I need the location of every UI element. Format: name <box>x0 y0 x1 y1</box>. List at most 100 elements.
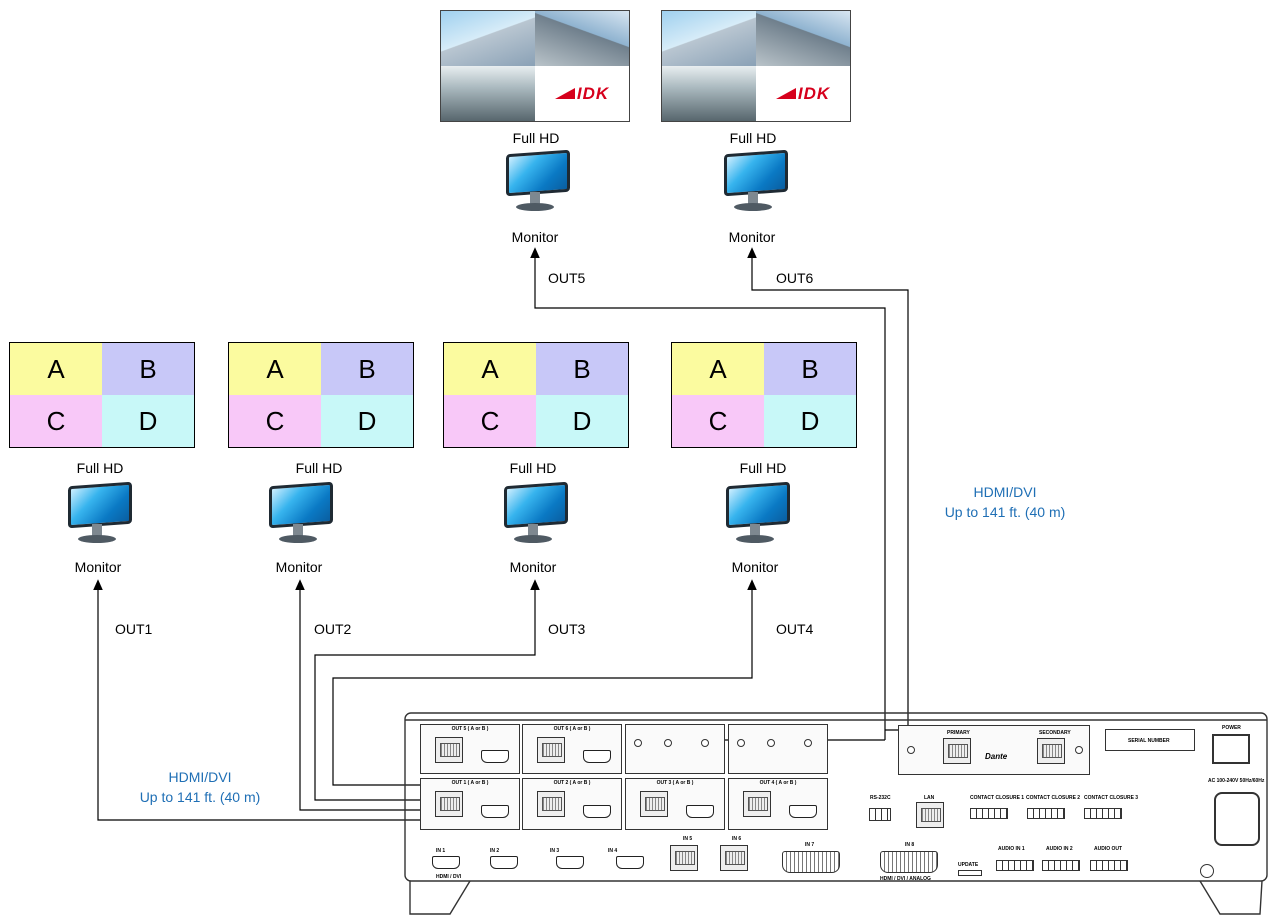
hdmi-port-caption: HDMI / DVI <box>436 874 462 880</box>
quad-a: A <box>10 343 102 395</box>
hdbaset-port-icon <box>537 737 565 763</box>
quad-a: A <box>444 343 536 395</box>
input-label: IN 4 <box>608 848 618 854</box>
cable-type: HDMI/DVI <box>168 769 232 785</box>
quad-d: D <box>536 395 628 447</box>
rs232c-label: RS-232C <box>870 795 891 801</box>
update-port <box>958 870 982 876</box>
power-switch[interactable] <box>1212 734 1250 764</box>
screw-hole <box>701 739 709 747</box>
wall-logo-tile: IDK <box>535 66 629 121</box>
contact-closure-terminal <box>1027 808 1065 819</box>
quad-c: C <box>10 395 102 447</box>
quad-b: B <box>764 343 856 395</box>
wall-photo-tile <box>756 11 850 66</box>
quad-c: C <box>672 395 764 447</box>
output-label-out6: OUT6 <box>776 270 814 286</box>
wall-photo-tile <box>662 11 756 66</box>
monitor-icon <box>502 149 570 216</box>
audio-label: AUDIO IN 2 <box>1046 846 1073 852</box>
hdbaset-port-icon <box>435 791 463 817</box>
video-wall-out5: IDK <box>440 10 630 122</box>
quad-d: D <box>321 395 413 447</box>
screw-hole <box>634 739 642 747</box>
output-label-out3: OUT3 <box>548 621 586 637</box>
cable-out5 <box>530 247 886 740</box>
monitor-icon <box>500 481 568 548</box>
rs232c-terminal <box>869 808 891 821</box>
input-label: IN 8 <box>905 842 915 848</box>
idk-logo: IDK <box>555 84 609 104</box>
dante-primary-label: PRIMARY <box>947 730 970 736</box>
hdmi-input-port <box>490 856 518 869</box>
card-label: OUT 3 ( A or B ) <box>656 780 694 786</box>
dvi-port-caption: HDMI / DVI / ANALOG <box>880 876 931 882</box>
card-label: OUT 4 ( A or B ) <box>759 780 797 786</box>
lan-label: LAN <box>924 795 935 801</box>
quad-a: A <box>672 343 764 395</box>
screw-hole <box>737 739 745 747</box>
lan-port <box>916 802 944 828</box>
audio-label: AUDIO OUT <box>1094 846 1123 852</box>
power-label: POWER <box>1222 725 1241 731</box>
monitor-icon <box>265 481 333 548</box>
quad-display-out1: A B C D <box>9 342 195 448</box>
blank-slot-cover <box>728 724 828 774</box>
output-label-out1: OUT1 <box>115 621 153 637</box>
cable-out2 <box>295 579 420 811</box>
dante-logo: Dante <box>985 752 1008 761</box>
update-label: UPDATE <box>958 862 979 868</box>
card-label: OUT 5 ( A or B ) <box>451 726 489 732</box>
resolution-label: Full HD <box>76 460 124 476</box>
hdbaset-input-port <box>720 845 748 871</box>
output-label-out2: OUT2 <box>314 621 352 637</box>
output-card-out2: OUT 2 ( A or B ) <box>522 778 622 830</box>
input-label: IN 6 <box>732 836 742 842</box>
monitor-icon <box>64 481 132 548</box>
monitor-label: Monitor <box>728 229 776 245</box>
hdbaset-input-port <box>670 845 698 871</box>
input-label: IN 1 <box>436 848 446 854</box>
output-label-out5: OUT5 <box>548 270 586 286</box>
screw-hole <box>664 739 672 747</box>
contact-closure-label: CONTACT CLOSURE 3 <box>1084 795 1139 801</box>
monitor-label: Monitor <box>731 559 779 575</box>
audio-label: AUDIO IN 1 <box>998 846 1025 852</box>
monitor-label: Monitor <box>275 559 323 575</box>
cable-out3 <box>314 579 540 801</box>
ac-label: AC 100-240V 50Hz/60Hz <box>1208 778 1265 784</box>
hdmi-input-port <box>432 856 460 869</box>
device-chassis <box>404 712 1268 915</box>
wall-logo-tile: IDK <box>756 66 850 121</box>
dvi-input-port <box>880 851 938 873</box>
quad-b: B <box>321 343 413 395</box>
screw-hole <box>1075 746 1083 754</box>
ground-terminal <box>1200 864 1214 878</box>
output-card-out5: OUT 5 ( A or B ) <box>420 724 520 774</box>
cable-length: Up to 141 ft. (40 m) <box>139 789 261 805</box>
input-label: IN 3 <box>550 848 560 854</box>
dvi-input-port <box>782 851 840 873</box>
card-label: OUT 6 ( A or B ) <box>553 726 591 732</box>
blank-slot-cover <box>625 724 725 774</box>
output-label-out4: OUT4 <box>776 621 814 637</box>
output-card-out3: OUT 3 ( A or B ) <box>625 778 725 830</box>
input-label: IN 5 <box>683 836 693 842</box>
cable-spec-note-right: HDMI/DVI Up to 141 ft. (40 m) <box>915 482 1095 522</box>
resolution-label: Full HD <box>512 130 560 146</box>
hdmi-input-port <box>616 856 644 869</box>
hdmi-port-icon <box>481 750 509 763</box>
card-label: OUT 1 ( A or B ) <box>451 780 489 786</box>
wall-photo-tile <box>441 66 535 121</box>
monitor-icon <box>722 481 790 548</box>
quad-d: D <box>764 395 856 447</box>
quad-c: C <box>444 395 536 447</box>
cable-spec-note-left: HDMI/DVI Up to 141 ft. (40 m) <box>110 767 290 807</box>
audio-terminal <box>1090 860 1128 871</box>
dante-secondary-port <box>1037 738 1065 764</box>
card-label: OUT 2 ( A or B ) <box>553 780 591 786</box>
cable-out1 <box>93 579 420 821</box>
output-card-out6: OUT 6 ( A or B ) <box>522 724 622 774</box>
serial-number-plate: SERIAL NUMBER <box>1105 729 1195 751</box>
video-wall-out6: IDK <box>661 10 851 122</box>
